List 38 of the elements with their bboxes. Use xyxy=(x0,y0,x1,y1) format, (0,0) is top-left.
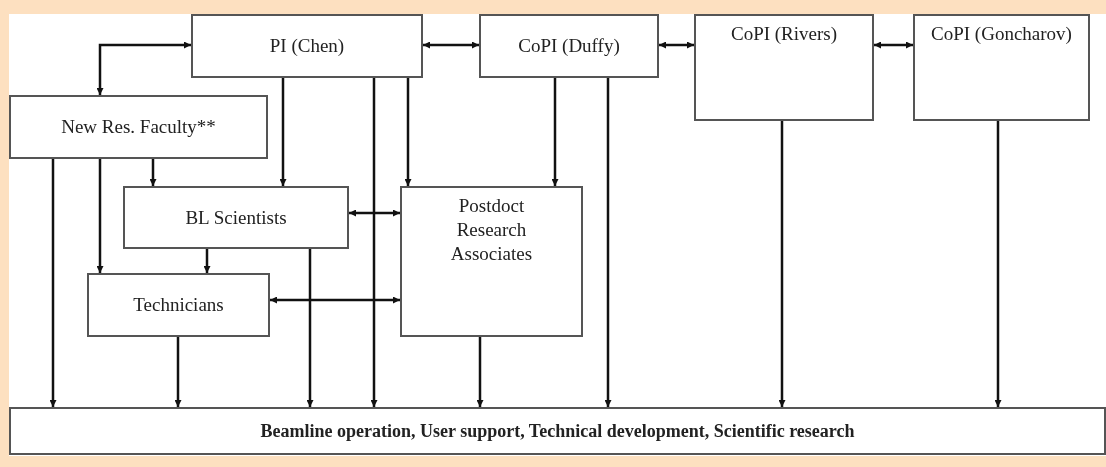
arrow xyxy=(404,78,412,186)
arrow xyxy=(49,159,57,407)
arrow xyxy=(96,159,104,273)
role-label: Postdoct Research Associates xyxy=(449,194,534,266)
role-box xyxy=(191,14,423,78)
arrow xyxy=(270,296,400,304)
role-box xyxy=(694,14,874,121)
role-box xyxy=(913,14,1090,121)
role-label: PI (Chen) xyxy=(269,34,345,58)
role-box xyxy=(9,407,1106,455)
role-box xyxy=(479,14,659,78)
arrow xyxy=(994,121,1002,407)
arrow xyxy=(778,121,786,407)
arrow xyxy=(96,41,191,95)
role-label: CoPI (Goncharov) xyxy=(931,22,1072,46)
arrow xyxy=(423,41,479,49)
arrow xyxy=(551,78,559,186)
role-label: BL Scientists xyxy=(185,205,287,230)
arrow xyxy=(349,209,400,217)
role-label: Beamline operation, User support, Technical development, Scientific research xyxy=(260,419,855,443)
arrow xyxy=(279,78,287,186)
role-label: Technicians xyxy=(133,293,224,317)
role-box xyxy=(87,273,270,337)
role-box xyxy=(123,186,349,249)
arrow xyxy=(149,159,157,186)
role-box xyxy=(400,186,583,337)
arrow xyxy=(874,41,913,49)
role-box xyxy=(9,95,268,159)
arrow xyxy=(174,337,182,407)
arrow xyxy=(370,78,378,407)
arrow xyxy=(659,41,694,49)
arrow xyxy=(604,78,612,407)
role-label: CoPI (Duffy) xyxy=(518,34,620,58)
arrow xyxy=(476,337,484,407)
arrow xyxy=(306,249,314,407)
role-label: New Res. Faculty** xyxy=(61,115,216,139)
arrow xyxy=(203,249,211,273)
role-label: CoPI (Rivers) xyxy=(730,22,838,46)
